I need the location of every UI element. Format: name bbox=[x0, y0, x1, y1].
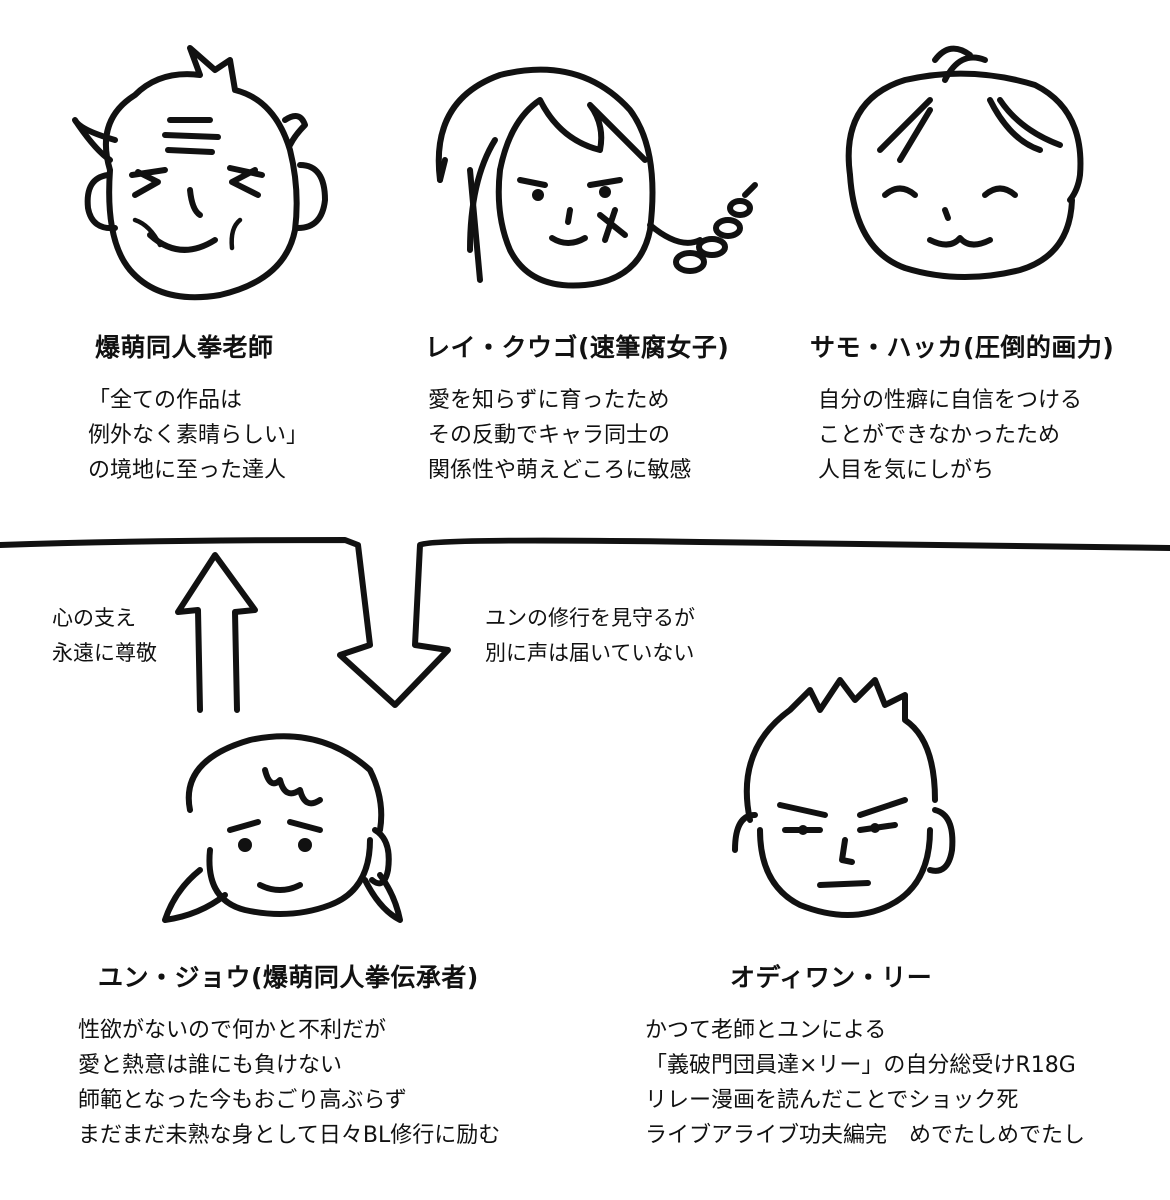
desc-line: 性欲がないので何かと不利だが bbox=[78, 1018, 387, 1043]
down-arrow-label: ユンの修行を見守るが 別に声は届いていない bbox=[485, 600, 695, 670]
desc-line: の境地に至った達人 bbox=[88, 458, 287, 483]
yun-jou-face bbox=[162, 733, 403, 923]
character-desc-old-master: 「全ての作品は 例外なく素晴らしい」 の境地に至った達人 bbox=[88, 383, 308, 488]
old-master-face bbox=[72, 45, 328, 301]
character-desc-rei-kuugo: 愛を知らずに育ったため その反動でキャラ同士の 関係性や萌えどころに敏感 bbox=[428, 383, 691, 488]
desc-line: ライブアライブ功夫編完 めでたしめでたし bbox=[645, 1123, 1086, 1148]
character-name-samo-hakka: サモ・ハッカ(圧倒的画力) bbox=[810, 333, 1115, 362]
odiwan-lee-face bbox=[732, 677, 956, 918]
desc-line: 愛と熱意は誰にも負けない bbox=[78, 1053, 343, 1078]
character-desc-yun-jou: 性欲がないので何かと不利だが 愛と熱意は誰にも負けない 師範となった今もおごり高… bbox=[78, 1013, 500, 1153]
character-name-yun-jou: ユン・ジョウ(爆萌同人拳伝承者) bbox=[98, 963, 479, 992]
desc-line: 「義破門団員達×リー」の自分総受けR18G bbox=[645, 1053, 1076, 1078]
desc-line: 自分の性癖に自信をつける bbox=[818, 388, 1083, 413]
note-line: 別に声は届いていない bbox=[485, 641, 695, 665]
divider-line bbox=[0, 537, 1170, 708]
desc-line: まだまだ未熟な身として日々BL修行に励む bbox=[78, 1123, 501, 1148]
character-name-odiwan-lee: オディワン・リー bbox=[730, 963, 933, 992]
desc-line: 愛を知らずに育ったため bbox=[428, 388, 670, 413]
up-arrow-label: 心の支え 永遠に尊敬 bbox=[52, 600, 157, 670]
samo-hakka-face bbox=[845, 45, 1084, 281]
note-line: ユンの修行を見守るが bbox=[485, 606, 695, 630]
desc-line: かつて老師とユンによる bbox=[645, 1018, 887, 1043]
rei-kuugo-face bbox=[435, 66, 758, 289]
character-name-old-master: 爆萌同人拳老師 bbox=[95, 333, 274, 362]
desc-line: 師範となった今もおごり高ぶらず bbox=[78, 1088, 407, 1113]
desc-line: 関係性や萌えどころに敏感 bbox=[428, 458, 692, 483]
character-name-rei-kuugo: レイ・クウゴ(速筆腐女子) bbox=[425, 333, 730, 362]
desc-line: 例外なく素晴らしい」 bbox=[88, 423, 309, 448]
desc-line: 人目を気にしがち bbox=[818, 458, 995, 483]
desc-line: その反動でキャラ同士の bbox=[428, 423, 671, 448]
note-line: 永遠に尊敬 bbox=[52, 641, 157, 665]
up-arrow bbox=[175, 552, 258, 713]
desc-line: ことができなかったため bbox=[818, 423, 1061, 448]
character-desc-samo-hakka: 自分の性癖に自信をつける ことができなかったため 人目を気にしがち bbox=[818, 383, 1082, 488]
note-line: 心の支え bbox=[52, 606, 136, 630]
desc-line: 「全ての作品は bbox=[88, 388, 243, 413]
character-desc-odiwan-lee: かつて老師とユンによる 「義破門団員達×リー」の自分総受けR18G リレー漫画を… bbox=[645, 1013, 1085, 1153]
desc-line: リレー漫画を読んだことでショック死 bbox=[645, 1088, 1019, 1113]
